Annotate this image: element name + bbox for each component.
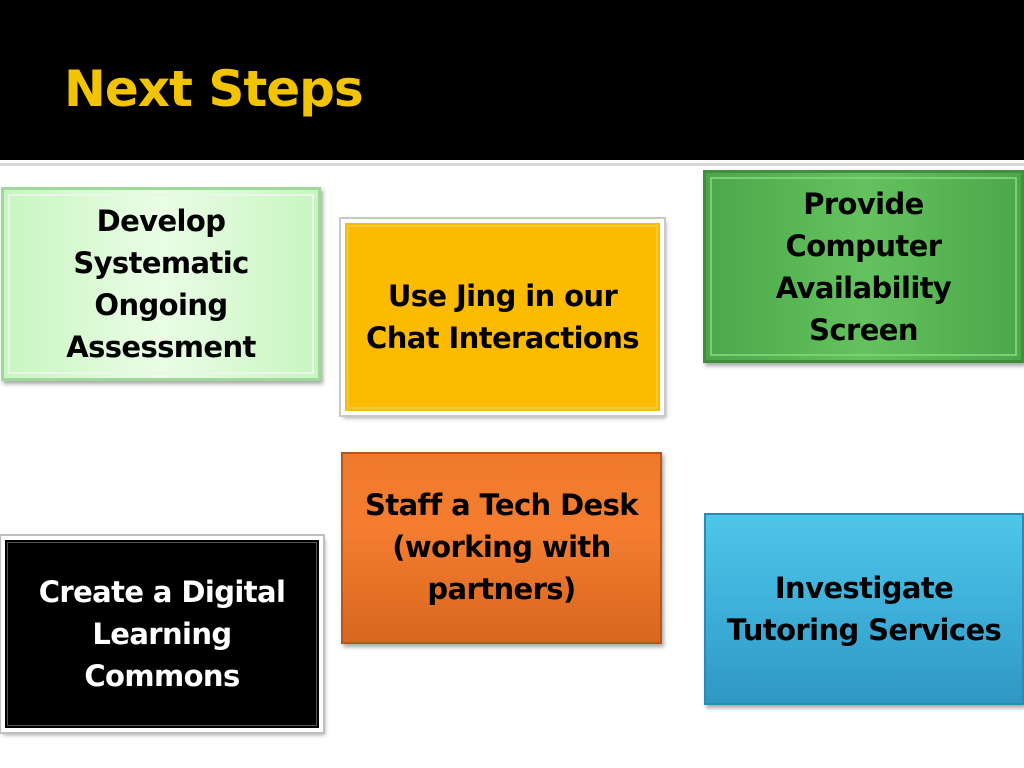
box-line: Provide [803, 187, 924, 221]
title-divider [0, 163, 1024, 166]
box-line: Investigate [774, 571, 954, 605]
box-line: Commons [84, 659, 240, 693]
box-line: Develop [96, 204, 226, 238]
box-computer-availability: Provide Computer Availability Screen [703, 170, 1024, 363]
box-line: (working with [392, 530, 611, 564]
box-line: Systematic [73, 246, 249, 280]
box-line: Staff a Tech Desk [365, 488, 639, 522]
box-line: Learning [92, 617, 232, 651]
box-learning-commons: Create a Digital Learning Commons [0, 534, 325, 734]
box-line: Computer [785, 229, 942, 263]
box-line: partners) [427, 572, 576, 606]
box-line: Assessment [66, 330, 256, 364]
slide-title: Next Steps [64, 60, 364, 118]
box-line: Ongoing [94, 288, 228, 322]
box-line: Create a Digital [38, 575, 286, 609]
box-develop-assessment: Develop Systematic Ongoing Assessment [1, 187, 321, 381]
box-use-jing: Use Jing in our Chat Interactions [339, 217, 666, 417]
box-line: Screen [809, 313, 918, 347]
box-tutoring-services: Investigate Tutoring Services [704, 513, 1024, 705]
box-line: Chat Interactions [366, 321, 640, 355]
title-bar [0, 0, 1024, 160]
box-line: Tutoring Services [726, 613, 1002, 647]
box-tech-desk: Staff a Tech Desk (working with partners… [341, 452, 662, 644]
box-line: Availability [775, 271, 952, 305]
box-line: Use Jing in our [387, 279, 618, 313]
